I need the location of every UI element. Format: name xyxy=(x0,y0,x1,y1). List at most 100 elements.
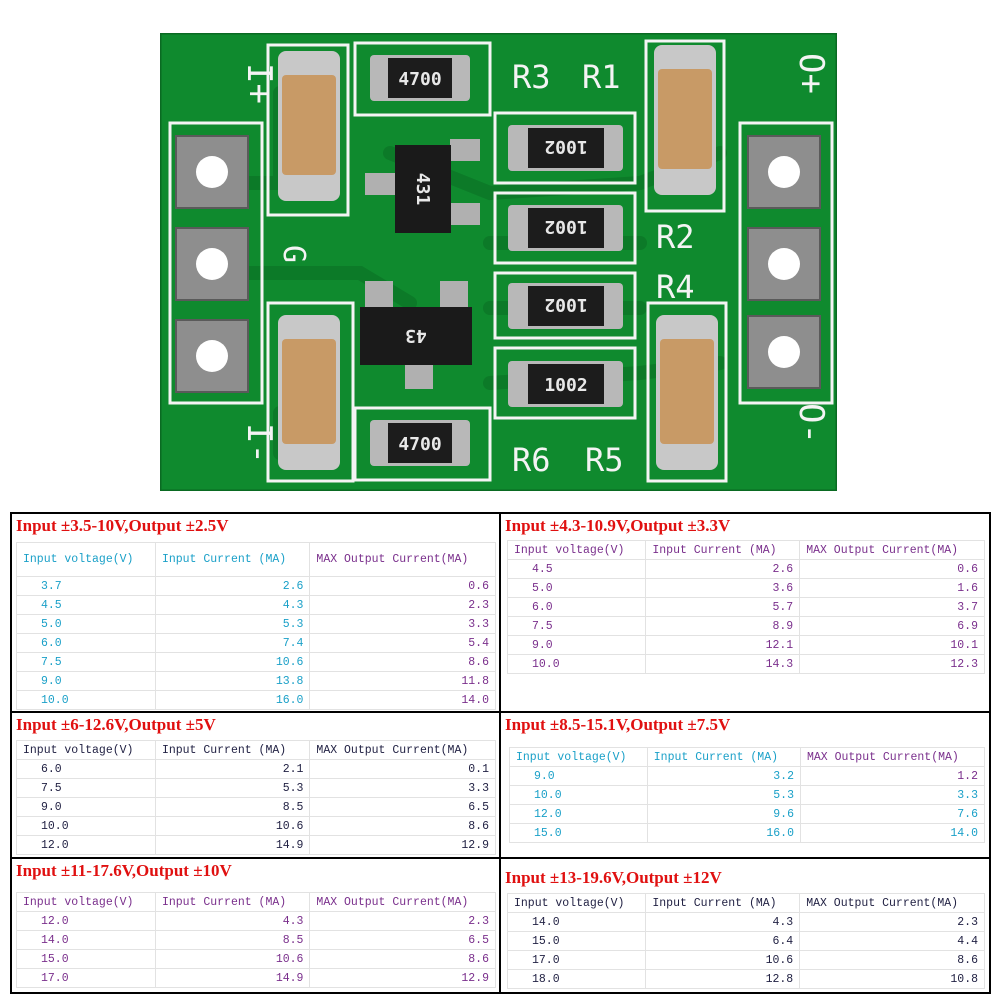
board-labels: R3 R1 R2 R4 R6 R5 I+ I- O+ O- G xyxy=(239,53,831,479)
col-max-output-current: MAX Output Current(MA) xyxy=(799,893,985,913)
table-cell: 8.6 xyxy=(309,949,496,969)
table-cell: 7.5 xyxy=(16,778,156,798)
table-cell: 10.0 xyxy=(506,654,647,674)
table-cell: 5.0 xyxy=(16,614,156,634)
table-cell: 9.0 xyxy=(16,671,156,691)
label-r4: R4 xyxy=(656,268,695,306)
col-max-output-current: MAX Output Current(MA) xyxy=(309,740,496,760)
table-header-row: Input voltage(V) Input Current (MA) MAX … xyxy=(509,747,986,767)
chip-marking-upper: 431 xyxy=(412,173,433,206)
table-cell: 5.3 xyxy=(154,614,311,634)
spec-panel-5v: Input ±6-12.6V,Output ±5V Input voltage(… xyxy=(10,711,501,859)
table-cell: 4.3 xyxy=(154,911,311,931)
table-cell: 14.9 xyxy=(154,835,311,855)
table-cell: 10.6 xyxy=(154,949,311,969)
label-r1: R1 xyxy=(582,58,621,96)
table-cell: 8.6 xyxy=(309,816,496,836)
table-cell: 13.8 xyxy=(154,671,311,691)
col-input-voltage: Input voltage(V) xyxy=(506,540,647,560)
table-cell: 16.0 xyxy=(154,690,311,710)
table-cell: 9.0 xyxy=(506,635,647,655)
col-max-output-current: MAX Output Current(MA) xyxy=(799,540,985,560)
col-input-current: Input Current (MA) xyxy=(154,740,311,760)
table-cell: 5.4 xyxy=(309,633,496,653)
table-cell: 10.0 xyxy=(16,690,156,710)
component-markings: 4700 1002 1002 1002 1002 4700 431 43 xyxy=(398,69,587,455)
table-cell: 3.3 xyxy=(799,785,986,805)
table-cell: 14.0 xyxy=(799,823,986,843)
table-cell: 5.3 xyxy=(646,785,801,805)
label-input-minus: I- xyxy=(239,423,279,464)
table-cell: 12.8 xyxy=(645,969,801,989)
table-cell: 11.8 xyxy=(309,671,496,691)
table-cell: 6.0 xyxy=(16,759,156,779)
output-terminal-pads xyxy=(747,135,821,389)
table-cell: 0.6 xyxy=(799,559,985,579)
table-cell: 3.7 xyxy=(16,576,156,596)
table-cell: 10.6 xyxy=(645,950,801,970)
col-input-current: Input Current (MA) xyxy=(646,747,801,767)
col-input-current: Input Current (MA) xyxy=(645,540,801,560)
table-header-row: Input voltage(V) Input Current (MA) MAX … xyxy=(16,740,496,760)
table-cell: 3.6 xyxy=(645,578,801,598)
col-max-output-current: MAX Output Current(MA) xyxy=(309,542,496,577)
table-cell: 12.9 xyxy=(309,968,496,988)
table-cell: 3.3 xyxy=(309,614,496,634)
table-cell: 8.9 xyxy=(645,616,801,636)
resistor-code-r1: 1002 xyxy=(544,136,587,157)
table-cell: 12.0 xyxy=(16,835,156,855)
table-cell: 2.6 xyxy=(154,576,311,596)
table-cell: 0.1 xyxy=(309,759,496,779)
table-cell: 2.3 xyxy=(309,911,496,931)
table-cell: 12.9 xyxy=(309,835,496,855)
table-header-row: Input voltage(V) Input Current (MA) MAX … xyxy=(16,892,496,912)
table-cell: 6.4 xyxy=(645,931,801,951)
capacitors xyxy=(278,45,718,470)
table-header-row: Input voltage(V) Input Current (MA) MAX … xyxy=(16,542,496,577)
table-cell: 0.6 xyxy=(309,576,496,596)
table-cell: 9.0 xyxy=(16,797,156,817)
spec-table: Input voltage(V) Input Current (MA) MAX … xyxy=(506,893,985,989)
col-max-output-current: MAX Output Current(MA) xyxy=(799,747,986,767)
table-cell: 4.4 xyxy=(799,931,985,951)
table-cell: 6.5 xyxy=(309,930,496,950)
table-cell: 6.5 xyxy=(309,797,496,817)
table-cell: 5.7 xyxy=(645,597,801,617)
spec-panel-3v3: Input ±4.3-10.9V,Output ±3.3V Input volt… xyxy=(499,512,991,713)
col-input-current: Input Current (MA) xyxy=(645,893,801,913)
col-input-voltage: Input voltage(V) xyxy=(16,740,156,760)
col-input-current: Input Current (MA) xyxy=(154,542,311,577)
table-cell: 6.0 xyxy=(16,633,156,653)
table-cell: 7.5 xyxy=(16,652,156,672)
table-cell: 14.0 xyxy=(309,690,496,710)
table-cell: 16.0 xyxy=(646,823,801,843)
table-cell: 15.0 xyxy=(506,931,647,951)
table-cell: 14.9 xyxy=(154,968,311,988)
table-cell: 12.3 xyxy=(799,654,985,674)
col-input-voltage: Input voltage(V) xyxy=(16,892,156,912)
label-r3: R3 xyxy=(512,58,551,96)
table-cell: 10.8 xyxy=(799,969,985,989)
table-cell: 14.0 xyxy=(16,930,156,950)
resistor-code-r5: 1002 xyxy=(544,375,587,396)
table-cell: 2.6 xyxy=(645,559,801,579)
table-cell: 4.5 xyxy=(506,559,647,579)
spec-table: Input voltage(V) Input Current (MA) MAX … xyxy=(509,747,986,843)
panel-title: Input ±13-19.6V,Output ±12V xyxy=(505,868,722,887)
